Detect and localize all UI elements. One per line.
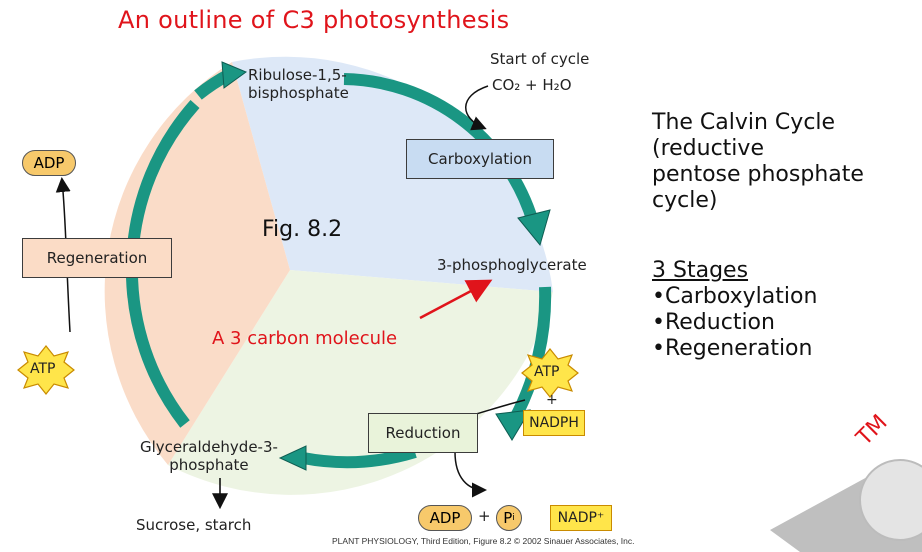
rubp-line1: Ribulose-1,5- — [248, 66, 347, 84]
atp-right-label: ATP — [534, 364, 560, 380]
figure-credit: PLANT PHYSIOLOGY, Third Edition, Figure … — [332, 536, 635, 546]
carboxylation-box: Carboxylation — [406, 139, 554, 179]
atp-star-right — [521, 348, 579, 398]
adp-pill-left: ADP — [22, 150, 76, 176]
reduction-out-arrow — [454, 451, 487, 498]
rubp-label: Ribulose-1,5- bisphosphate — [248, 66, 349, 102]
stages-heading: 3 Stages — [652, 258, 749, 283]
g3p-line2: phosphate — [169, 456, 249, 474]
arrowhead-top — [517, 209, 551, 247]
calvin-cycle-title: The Calvin Cycle (reductive pentose phos… — [652, 110, 864, 214]
regeneration-box: Regeneration — [22, 238, 172, 278]
rubp-line2: bisphosphate — [248, 84, 349, 102]
pga-label: 3-phosphoglycerate — [437, 256, 587, 274]
side-line2: (reductive — [652, 136, 764, 161]
nadph-box: NADPH — [523, 410, 585, 436]
co2-arrow — [465, 85, 489, 131]
watermark-circle — [859, 459, 922, 541]
nadp-box: NADP⁺ — [550, 505, 612, 531]
co2-h2o-label: CO₂ + H₂O — [492, 76, 572, 94]
stage-item: •Regeneration — [652, 336, 813, 361]
pi-letter: P — [503, 509, 513, 527]
g3p-line1: Glyceraldehyde-3- — [140, 438, 278, 456]
fig-label: Fig. 8.2 — [262, 217, 343, 242]
stage-item: •Carboxylation — [652, 284, 818, 309]
plus-nadph: + — [546, 392, 558, 408]
plus-pi: + — [478, 507, 491, 525]
atp-reduction-arrow — [475, 399, 526, 415]
side-line4: cycle) — [652, 188, 718, 213]
side-line3: pentose phosphate — [652, 162, 864, 187]
arc-bottom — [301, 446, 417, 469]
three-carbon-annotation: A 3 carbon molecule — [212, 328, 398, 349]
start-of-cycle-label: Start of cycle — [490, 50, 590, 68]
reduction-sector — [168, 270, 553, 495]
reduction-box: Reduction — [368, 413, 478, 453]
annotation-arrow — [419, 279, 493, 320]
adp-pill-bottom: ADP — [418, 505, 472, 531]
arc-top — [343, 73, 539, 224]
sucrose-starch-label: Sucrose, starch — [136, 516, 252, 534]
stages-list: 3 Stages •Carboxylation •Reduction •Rege… — [652, 258, 817, 362]
arrowhead-left — [221, 61, 248, 89]
atp-left-label: ATP — [30, 361, 56, 377]
carboxylation-sector — [232, 56, 553, 293]
pi-subscript: i — [512, 513, 515, 523]
atp-star-left — [17, 345, 75, 395]
g3p-label: Glyceraldehyde-3- phosphate — [140, 438, 278, 474]
stage-item: •Reduction — [652, 310, 775, 335]
arc-right — [508, 286, 552, 423]
arrowhead-bottom — [278, 445, 307, 471]
page-title: An outline of C3 photosynthesis — [118, 6, 510, 34]
arrowhead-right — [495, 409, 531, 441]
side-line1: The Calvin Cycle — [652, 110, 836, 135]
